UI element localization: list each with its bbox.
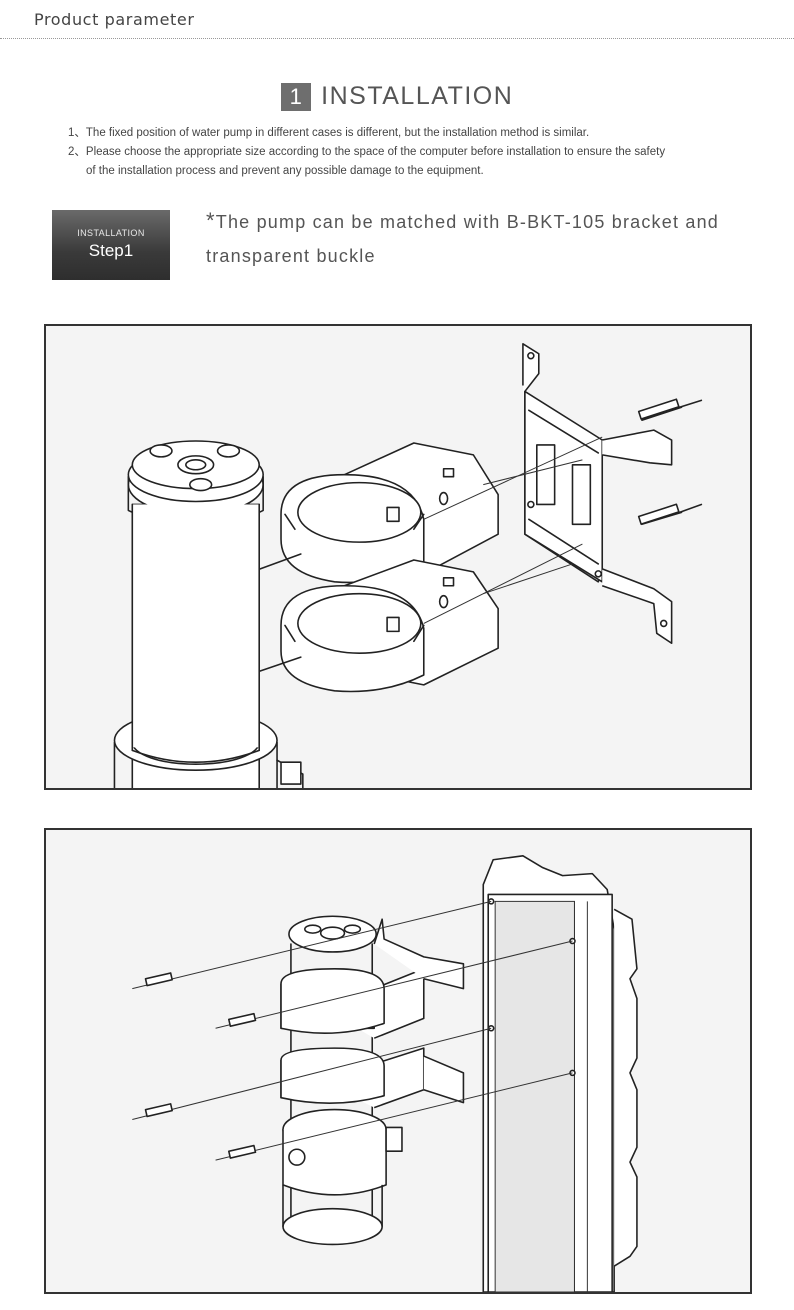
step-badge-caption: INSTALLATION: [77, 228, 145, 238]
pump-radiator-drawing: [132, 854, 638, 1292]
pump-cylinder: [113, 440, 304, 788]
header-bar: Product parameter: [0, 0, 794, 40]
radiator-screws: [132, 900, 573, 1161]
step-badge-label: Step1: [88, 241, 134, 260]
figure-pump-bracket-exploded: [44, 324, 752, 790]
section-title: INSTALLATION: [321, 82, 514, 110]
radiator: [482, 854, 638, 1292]
section-heading: 1 INSTALLATION: [0, 82, 794, 111]
step-description-line-2: transparent buckle: [206, 246, 376, 266]
pump-bracket-drawing: [113, 343, 703, 788]
step-badge: INSTALLATION Step1: [52, 210, 170, 280]
step-description-line-1: The pump can be matched with B-BKT-105 b…: [215, 212, 720, 232]
note-1: 1、The fixed position of water pump in di…: [68, 127, 590, 139]
step-description: *The pump can be matched with B-BKT-105 …: [206, 204, 766, 273]
page-header-title: Product parameter: [34, 10, 195, 29]
mounted-pump: [280, 915, 465, 1246]
figure-pump-radiator-mount: [44, 828, 752, 1294]
upper-buckle: [259, 442, 499, 584]
asterisk-mark: *: [206, 208, 216, 233]
section-number-badge: 1: [280, 82, 311, 111]
note-2-continued: of the installation process and prevent …: [86, 165, 484, 177]
header-divider: [0, 38, 794, 39]
b-bkt-105-bracket: [522, 343, 673, 645]
installation-notes: 1、The fixed position of water pump in di…: [68, 124, 758, 181]
bracket-screws: [423, 398, 703, 624]
note-2: 2、Please choose the appropriate size acc…: [68, 146, 666, 158]
lower-buckle: [259, 559, 499, 693]
